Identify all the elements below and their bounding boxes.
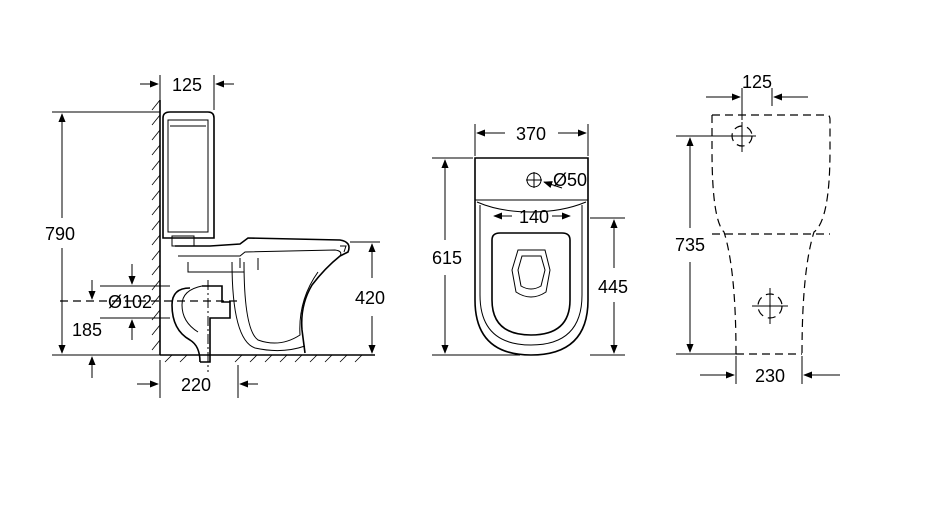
side-view: 125 790 Ø102 185 420 — [45, 75, 385, 398]
wall-hatch — [151, 99, 161, 355]
outlet-diameter-label: Ø102 — [108, 292, 152, 312]
dim-tank-depth: 125 — [140, 75, 234, 110]
dim-outlet-height: 185 — [72, 280, 102, 378]
top-view: 370 Ø50 140 615 445 — [432, 124, 628, 356]
width-label: 370 — [516, 124, 546, 144]
outlet-height-label: 185 — [72, 320, 102, 340]
bowl-depth-label: 445 — [598, 277, 628, 297]
inlet-hole-back — [728, 122, 756, 152]
tank-depth-label: 125 — [172, 75, 202, 95]
dim-outlet-diameter: Ø102 — [100, 264, 170, 340]
dim-inlet-diameter: Ø50 — [543, 170, 587, 190]
depth-label: 615 — [432, 248, 462, 268]
inlet-offset-label: 125 — [742, 72, 772, 92]
dim-depth: 615 — [432, 157, 520, 356]
outlet-pipe — [171, 280, 231, 372]
bowl-outline — [175, 237, 350, 354]
dim-seat-height: 420 — [350, 241, 385, 354]
back-view: 125 735 230 — [675, 72, 840, 386]
dim-base-width: 230 — [700, 356, 840, 386]
back-outline-hidden — [711, 114, 831, 355]
outlet-hole-back — [752, 288, 788, 324]
dim-bowl-depth: 445 — [590, 217, 628, 356]
base-width-label: 230 — [755, 366, 785, 386]
inlet-hole — [526, 172, 542, 188]
floor-hatch — [160, 354, 375, 363]
dim-inlet-offset: 125 — [706, 72, 808, 120]
dim-total-height: 790 — [45, 111, 160, 356]
dim-outlet-offset: 220 — [137, 360, 258, 398]
cistern-outline — [162, 111, 215, 247]
seat-opening-label: 140 — [519, 207, 549, 227]
dim-width: 370 — [474, 124, 589, 156]
back-height-label: 735 — [675, 235, 705, 255]
outlet-offset-label: 220 — [181, 375, 211, 395]
dim-back-height: 735 — [675, 135, 736, 355]
top-outline — [474, 157, 589, 356]
dim-seat-opening: 140 — [493, 207, 571, 227]
total-height-label: 790 — [45, 224, 75, 244]
seat-height-label: 420 — [355, 288, 385, 308]
inlet-diameter-label: Ø50 — [553, 170, 587, 190]
